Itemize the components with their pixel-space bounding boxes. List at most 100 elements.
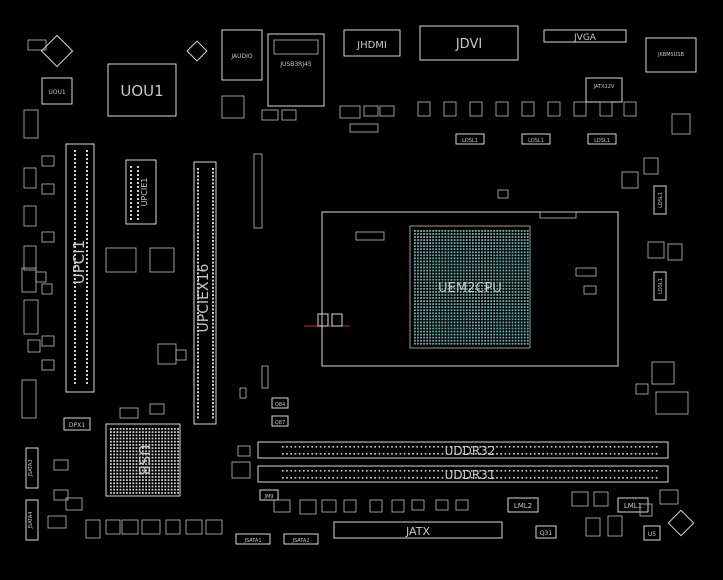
cpu-pin bbox=[505, 333, 508, 336]
upci1-pin bbox=[74, 346, 76, 348]
upci1-pin bbox=[86, 222, 88, 224]
cpu-pin bbox=[514, 248, 517, 251]
cpu-pin bbox=[496, 263, 499, 266]
cpu-pin bbox=[511, 287, 514, 290]
usb-chip-pin bbox=[110, 444, 112, 446]
cpu-pin bbox=[499, 245, 502, 248]
upciex16-pin bbox=[197, 243, 199, 246]
usb-chip-pin bbox=[154, 440, 157, 443]
cpu-pin bbox=[450, 272, 453, 275]
cpu-pin bbox=[447, 281, 450, 284]
lml2-label: LML2 bbox=[514, 502, 532, 510]
cpu-pin bbox=[429, 263, 432, 266]
cpu-pin bbox=[508, 333, 511, 336]
cpu-pin bbox=[423, 306, 425, 309]
usb-chip-pin bbox=[170, 456, 173, 459]
cpu-pin bbox=[459, 291, 462, 293]
cpu-pin bbox=[478, 269, 480, 272]
ddr-pin bbox=[366, 453, 368, 455]
cpu-pin bbox=[484, 245, 486, 248]
cpu-pin bbox=[496, 284, 499, 287]
cpu-pin bbox=[435, 245, 438, 248]
usb-chip-pin bbox=[116, 492, 119, 494]
upcie1-pin bbox=[130, 190, 132, 192]
cpu-pin bbox=[475, 315, 477, 318]
cpu-pin bbox=[423, 321, 425, 324]
cpu-pin bbox=[493, 272, 496, 275]
cpu-pin bbox=[429, 297, 432, 299]
usb-chip-pin bbox=[110, 440, 112, 443]
ddr-pin bbox=[378, 477, 381, 479]
usb-chip-pin bbox=[151, 444, 154, 446]
usb-chip-pin bbox=[164, 450, 167, 453]
cpu-pin bbox=[499, 291, 502, 293]
cpu-pin bbox=[444, 297, 447, 299]
usb-chip-pin bbox=[174, 492, 176, 494]
cpu-pin bbox=[432, 303, 435, 305]
ddr-pin bbox=[487, 453, 490, 455]
cpu-pin bbox=[481, 275, 483, 278]
usb-chip-pin bbox=[145, 488, 147, 491]
upciex16-pin bbox=[197, 236, 199, 239]
ddr-pin bbox=[332, 453, 334, 455]
usb-chip-pin bbox=[129, 460, 131, 462]
cpu-pin bbox=[432, 257, 435, 260]
cpu-pin bbox=[471, 260, 474, 263]
ddr-pin bbox=[433, 470, 435, 472]
upciex16-pin bbox=[197, 304, 199, 307]
usb-chip-pin bbox=[161, 437, 163, 440]
cpu-pin bbox=[514, 257, 517, 260]
upciex16-pin bbox=[212, 168, 214, 170]
upci1-pin bbox=[86, 198, 88, 200]
upciex16-pin bbox=[212, 330, 214, 332]
ddr-pin bbox=[504, 470, 507, 472]
cpu-pin bbox=[499, 281, 502, 284]
cpu-pin bbox=[481, 291, 483, 293]
passive-component bbox=[659, 489, 679, 505]
usb-chip-pin bbox=[145, 485, 147, 488]
upciex16-pin bbox=[212, 387, 214, 390]
cpu-pin bbox=[462, 330, 465, 333]
cpu-pin bbox=[523, 300, 526, 302]
cpu-pin bbox=[511, 309, 514, 312]
cpu-pin bbox=[493, 330, 496, 333]
cpu-pin bbox=[441, 330, 444, 333]
ddr-pin bbox=[328, 453, 330, 455]
upciex16-pin bbox=[212, 319, 214, 322]
jusb3rj45-connector: JUSB3RJ45 bbox=[267, 33, 325, 107]
cpu-pin bbox=[447, 300, 450, 302]
usb-chip-pin bbox=[138, 472, 141, 475]
cpu-pin bbox=[496, 318, 499, 321]
ddr-pin bbox=[651, 477, 654, 479]
cpu-pin bbox=[468, 254, 471, 257]
cpu-pin bbox=[420, 260, 422, 263]
cpu-pin bbox=[478, 284, 480, 287]
cpu-pin bbox=[523, 342, 526, 345]
ddr-pin bbox=[609, 446, 612, 448]
ddr-pin bbox=[475, 477, 477, 479]
cpu-pin bbox=[465, 324, 468, 327]
jdvi-connector: JDVI bbox=[419, 25, 519, 61]
usb-chip-pin bbox=[151, 485, 154, 488]
cpu-pin bbox=[496, 269, 499, 272]
upciex16-pin bbox=[197, 315, 199, 318]
upciex16-pin bbox=[212, 384, 214, 386]
cpu-pin bbox=[453, 251, 456, 254]
cpu-pin bbox=[502, 315, 505, 318]
cpu-pin bbox=[502, 287, 505, 290]
usb-chip-pin bbox=[132, 456, 135, 459]
cpu-pin bbox=[490, 303, 493, 305]
usb-chip-pin bbox=[129, 440, 131, 443]
upci1-pin bbox=[86, 246, 88, 248]
cpu-side-cap-b bbox=[331, 313, 343, 327]
cpu-pin bbox=[517, 260, 520, 263]
cpu-pin bbox=[520, 309, 523, 312]
cpu-pin bbox=[499, 324, 502, 327]
cpu-pin bbox=[414, 309, 416, 312]
cpu-pin bbox=[471, 284, 474, 287]
cpu-pin bbox=[490, 300, 493, 302]
ddr-pin bbox=[479, 470, 481, 472]
upciex16-pin bbox=[212, 322, 214, 325]
passive-component bbox=[23, 167, 37, 189]
ddr-pin bbox=[433, 453, 435, 455]
